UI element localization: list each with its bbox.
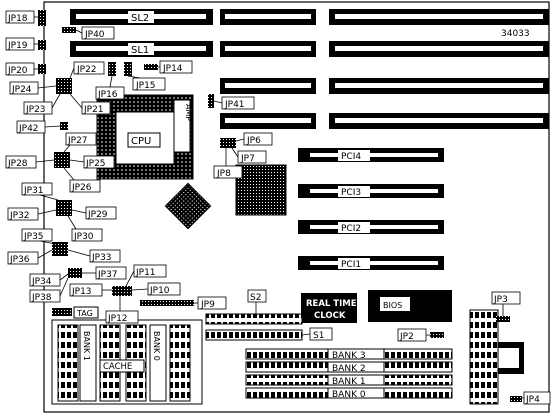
jp40-label: JP40 (84, 30, 105, 40)
jp33-label: JP33 (91, 253, 112, 263)
jp27-label: JP27 (67, 136, 88, 146)
s2-label: S2 (250, 293, 261, 303)
pci1-label: PCI1 (341, 260, 361, 270)
memory-banks: BANK 3 BANK 2 BANK 1 BANK 0 (245, 348, 453, 400)
isa-slots (70, 9, 549, 129)
tag-label: TAG (76, 309, 93, 318)
jp13-label: JP13 (71, 287, 92, 297)
real-time-clock (301, 293, 357, 323)
jp6-label: JP6 (246, 136, 261, 146)
jumper-label-texts: JP18 JP19 JP20 JP24 JP22 JP23 JP21 JP42 … (7, 14, 540, 405)
chip (235, 164, 287, 216)
bank-2-slot (383, 361, 453, 373)
pci3-label: PCI3 (341, 188, 361, 198)
bank-0-slot (245, 387, 329, 399)
tag-chip-box (73, 306, 99, 319)
jp18-label: JP18 (7, 14, 28, 24)
bank-1-slot (383, 374, 453, 386)
jp9-label: JP9 (200, 300, 215, 310)
jp28-label: JP28 (7, 159, 28, 169)
bank-0-slot (383, 387, 453, 399)
tag-chip (52, 308, 72, 316)
s1-label: S1 (313, 331, 324, 341)
rtc-line2: CLOCK (314, 311, 346, 321)
jp9-header (140, 300, 194, 306)
switch-s2-bar (205, 313, 303, 325)
rtc-line1: REAL TIME (306, 299, 357, 309)
jp29-label: JP29 (87, 210, 108, 220)
jumper-labels (5, 10, 551, 405)
cache-area: BANK 1 BANK 0 CACHE (51, 319, 203, 405)
jp21-label: JP21 (83, 105, 104, 115)
pci2-label: PCI2 (341, 224, 361, 234)
jp4-header (510, 396, 522, 402)
jp11-label: JP11 (135, 268, 156, 278)
bank1-label: BANK 1 (332, 377, 366, 387)
jp38-label: JP38 (31, 293, 52, 303)
jp23-label: JP23 (25, 105, 46, 115)
jp22-label: JP22 (76, 65, 97, 75)
board-id-label: 34033 (501, 29, 530, 39)
jp31-label: JP31 (23, 186, 44, 196)
jp37-label: JP37 (97, 270, 118, 280)
sl2-label: SL2 (131, 13, 149, 24)
jp34-label: JP34 (31, 277, 52, 287)
bios-label: BIOS (383, 301, 402, 310)
bank0-label: BANK 0 (332, 390, 366, 400)
cpu-label: CPU (131, 136, 151, 147)
switch-s1-bar (205, 329, 303, 341)
jp15-label: JP15 (135, 81, 156, 91)
jp3-label: JP3 (493, 295, 508, 305)
jp2-header (430, 332, 444, 338)
sl1-label: SL1 (131, 45, 149, 56)
jp2-label: JP2 (399, 332, 414, 342)
jp42-label: JP42 (18, 124, 39, 134)
jp41-label: JP41 (224, 100, 245, 110)
jp26-label: JP26 (71, 183, 92, 193)
jp35-label: JP35 (23, 232, 44, 242)
chip (164, 182, 212, 230)
jp16-label: JP16 (97, 90, 118, 100)
jp32-label: JP32 (9, 211, 30, 221)
amp-label: AMP (184, 104, 193, 121)
pci4-label: PCI4 (341, 152, 361, 162)
jp36-label: JP36 (9, 255, 30, 265)
bank-1-slot (245, 374, 329, 386)
left-jumper-headers (38, 10, 236, 296)
jp20-label: JP20 (7, 66, 28, 76)
bank-2-slot (245, 361, 329, 373)
jp4-label: JP4 (525, 395, 540, 405)
power-connector (469, 309, 499, 405)
bank-3-slot (245, 348, 329, 360)
bank1-vertical: BANK 1 (82, 331, 91, 361)
jp24-label: JP24 (11, 85, 32, 95)
jp8-label: JP8 (216, 169, 231, 179)
bank2-label: BANK 2 (332, 364, 366, 374)
jp25-label: JP25 (85, 159, 106, 169)
jp7-label: JP7 (240, 154, 255, 164)
bank3-label: BANK 3 (332, 351, 366, 361)
bank0-vertical: BANK 0 (152, 331, 161, 361)
pci-slots: PCI4 PCI3 PCI2 PCI1 (298, 148, 444, 270)
chipset-chips (164, 164, 287, 230)
jp10-label: JP10 (149, 286, 170, 296)
jp12-label: JP12 (107, 314, 128, 324)
jp19-label: JP19 (7, 41, 28, 51)
jp3-header (496, 316, 510, 322)
bank-3-slot (383, 348, 453, 360)
jp14-label: JP14 (162, 64, 183, 74)
cache-label: CACHE (103, 362, 132, 372)
jp30-label: JP30 (73, 232, 94, 242)
